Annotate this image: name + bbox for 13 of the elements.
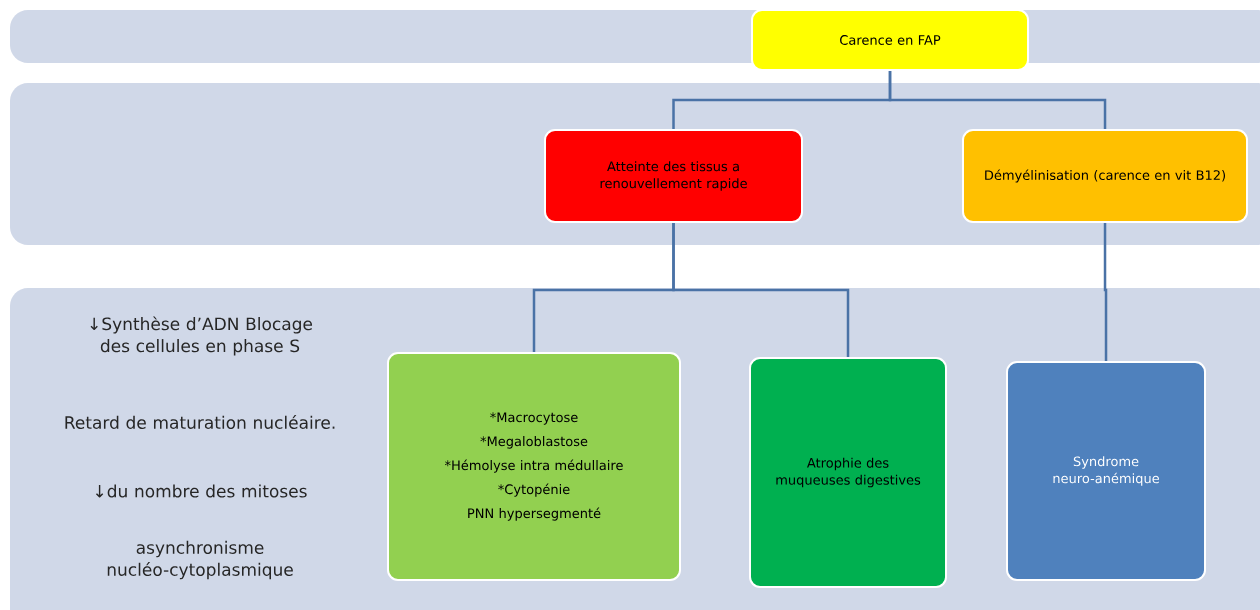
- connector-line: [888, 71, 1107, 129]
- process-box: Atrophie des muqueuses digestives: [749, 357, 947, 588]
- connector-line: [1103, 223, 1108, 361]
- note-text: asynchronisme nucléo-cytoplasmique: [107, 540, 293, 580]
- process-box: Syndrome neuro-anémique: [1006, 361, 1206, 581]
- process-box: Atteinte des tissus a renouvellement rapide: [544, 129, 803, 223]
- note-text: ↓du nombre des mitoses: [95, 484, 307, 498]
- connector-line: [672, 223, 850, 357]
- note-text: Retard de maturation nucléaire.: [65, 415, 335, 429]
- process-box: *Macrocytose *Megaloblastose *Hémolyse intra médullaire *Cytopénie PNN hypersegmenté: [387, 352, 681, 581]
- note-text: ↓Synthèse d’ADN Blocage des cellules en phase S: [90, 316, 313, 356]
- process-box: Carence en FAP: [751, 9, 1029, 71]
- process-box: Démyélinisation (carence en vit B12): [962, 129, 1248, 223]
